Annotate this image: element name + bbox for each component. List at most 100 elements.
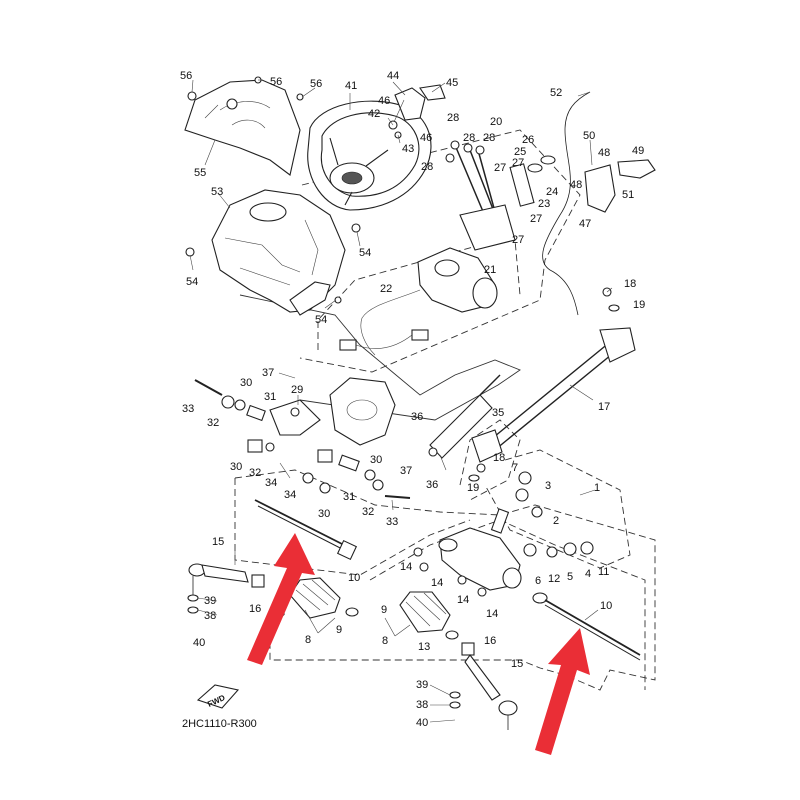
part-label-5: 5 <box>567 571 573 583</box>
rack-seals <box>515 471 594 558</box>
part-label-27: 27 <box>530 213 542 225</box>
part-label-43: 43 <box>402 143 414 155</box>
part-label-4: 4 <box>585 568 591 580</box>
part-label-56: 56 <box>270 76 282 88</box>
group-outline-column-lower <box>459 419 521 501</box>
part-label-54: 54 <box>315 314 327 326</box>
part-label-52: 52 <box>550 87 562 99</box>
part-label-40: 40 <box>193 637 205 649</box>
part-label-14: 14 <box>486 608 498 620</box>
part-label-32: 32 <box>207 417 219 429</box>
bushings-lower <box>247 439 411 499</box>
part-label-38: 38 <box>416 699 428 711</box>
part-label-34: 34 <box>284 489 296 501</box>
part-label-15: 15 <box>212 536 224 548</box>
lower-column-cover <box>211 189 346 316</box>
forward-direction-icon: FWD <box>196 684 240 709</box>
part-label-30: 30 <box>370 454 382 466</box>
part-label-34: 34 <box>265 477 277 489</box>
steering-mount-plate <box>394 84 446 121</box>
steering-column-shaft <box>445 140 516 251</box>
part-label-36: 36 <box>426 479 438 491</box>
part-label-23: 23 <box>538 198 550 210</box>
part-label-33: 33 <box>182 403 194 415</box>
part-label-12: 12 <box>548 573 560 585</box>
part-label-8: 8 <box>382 635 388 647</box>
part-label-11: 11 <box>598 566 609 578</box>
part-label-14: 14 <box>431 577 443 589</box>
part-label-30: 30 <box>230 461 242 473</box>
part-label-32: 32 <box>362 506 374 518</box>
part-label-22: 22 <box>380 283 392 295</box>
steering-wheel <box>307 100 432 211</box>
part-label-10: 10 <box>600 600 612 612</box>
leader-lines-lower <box>197 597 456 723</box>
bushings-upper <box>194 379 300 422</box>
part-label-16: 16 <box>484 635 496 647</box>
part-label-18: 18 <box>624 278 636 290</box>
tie-rod-end-right <box>449 642 518 730</box>
part-label-27: 27 <box>512 234 524 246</box>
part-number-labels: 56 56 56 55 53 54 54 54 41 44 45 46 46 4… <box>180 70 645 729</box>
leader-lines <box>189 79 613 621</box>
part-label-32: 32 <box>249 467 261 479</box>
part-label-28: 28 <box>421 161 433 173</box>
part-label-56: 56 <box>310 78 322 90</box>
group-outline-bracket <box>239 294 521 421</box>
part-label-15: 15 <box>511 658 523 670</box>
part-label-35: 35 <box>492 407 504 419</box>
part-label-42: 42 <box>368 108 380 120</box>
part-label-13: 13 <box>418 641 430 653</box>
part-label-2: 2 <box>553 515 559 527</box>
column-bolts <box>185 76 620 482</box>
part-label-48: 48 <box>570 179 582 191</box>
group-outline-seal-kit <box>484 449 631 569</box>
part-label-14: 14 <box>400 561 412 573</box>
rack-boot-right <box>399 591 459 640</box>
part-label-50: 50 <box>583 130 595 142</box>
part-label-28: 28 <box>483 132 495 144</box>
part-label-38: 38 <box>204 610 216 622</box>
part-label-31: 31 <box>343 491 355 503</box>
part-label-44: 44 <box>387 70 399 82</box>
steering-damper <box>428 374 501 459</box>
tie-rod-end-left <box>187 563 265 614</box>
intermediate-shaft <box>471 327 636 463</box>
eps-motor-unit <box>339 247 498 356</box>
part-label-31: 31 <box>264 391 276 403</box>
part-label-1: 1 <box>594 482 600 494</box>
rack-boot-left <box>289 577 359 619</box>
part-label-56: 56 <box>180 70 192 82</box>
part-label-28: 28 <box>463 132 475 144</box>
part-label-30: 30 <box>240 377 252 389</box>
red-arrow-left <box>247 533 315 665</box>
part-label-41: 41 <box>345 80 357 92</box>
part-label-8: 8 <box>305 634 311 646</box>
part-label-6: 6 <box>535 575 541 587</box>
part-label-48: 48 <box>598 147 610 159</box>
part-label-39: 39 <box>204 595 216 607</box>
part-label-21: 21 <box>484 264 496 276</box>
part-label-33: 33 <box>386 516 398 528</box>
part-label-47: 47 <box>579 218 591 230</box>
part-label-53: 53 <box>211 186 223 198</box>
part-label-29: 29 <box>291 384 303 396</box>
part-label-39: 39 <box>416 679 428 691</box>
part-label-40: 40 <box>416 717 428 729</box>
part-label-28: 28 <box>447 112 459 124</box>
pedal-bracket <box>584 159 656 213</box>
column-mounting-bracket <box>269 377 396 446</box>
red-arrow-right <box>535 628 590 755</box>
column-spline-parts <box>509 155 556 207</box>
part-label-46: 46 <box>378 95 390 107</box>
part-label-25: 25 <box>514 146 526 158</box>
part-label-36: 36 <box>411 411 423 423</box>
part-label-9: 9 <box>381 604 387 616</box>
part-label-19: 19 <box>633 299 645 311</box>
part-label-18: 18 <box>493 452 505 464</box>
part-label-27: 27 <box>494 162 506 174</box>
part-label-30: 30 <box>318 508 330 520</box>
part-label-45: 45 <box>446 77 458 89</box>
part-label-54: 54 <box>359 247 371 259</box>
part-label-14: 14 <box>457 594 469 606</box>
